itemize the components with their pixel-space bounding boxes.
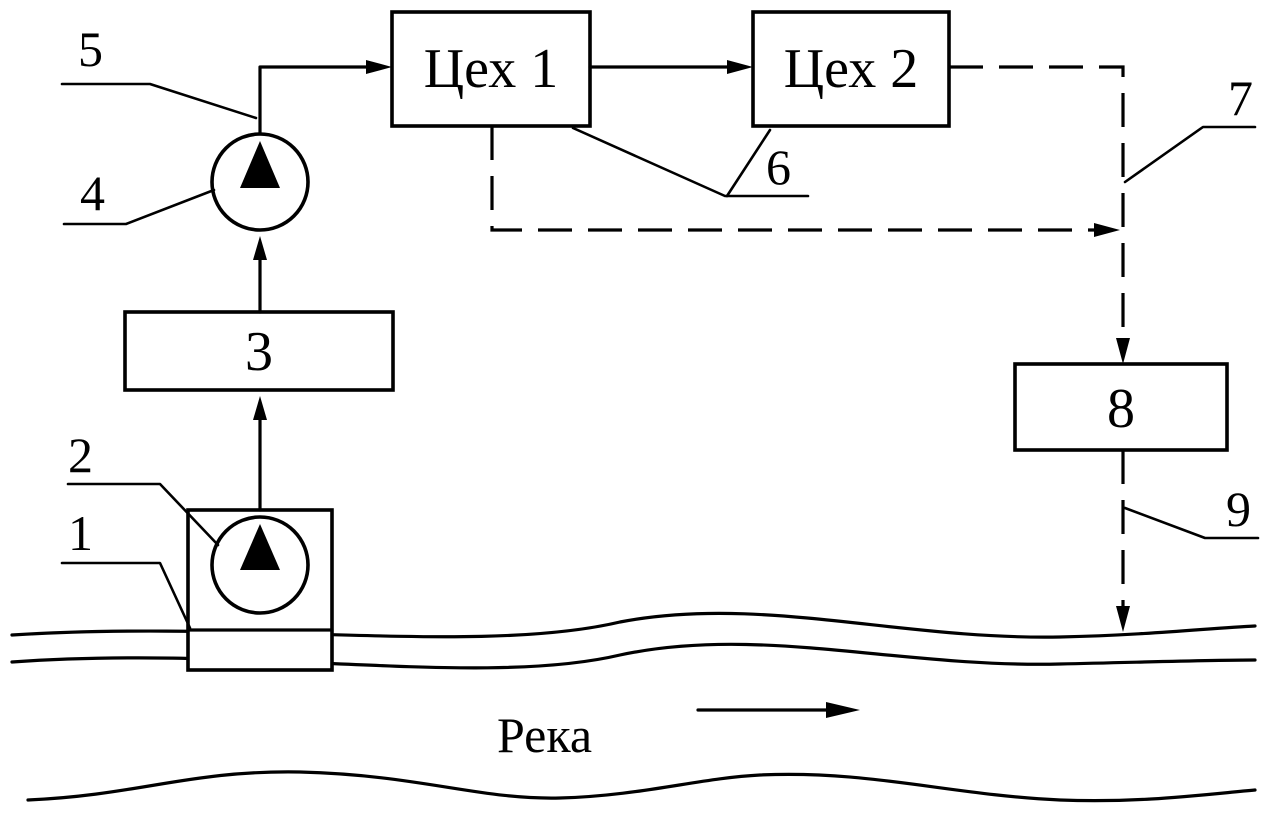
callout-7: 7: [1228, 70, 1253, 126]
shop-2-block: [751, 10, 951, 128]
river-label: Река: [497, 707, 592, 763]
treatment-block-3-label: 3: [245, 321, 273, 383]
callout-4: 4: [80, 165, 105, 221]
callout-leader-4: [62, 188, 216, 226]
arrowhead-into-shop-1: [366, 60, 392, 74]
callout-2: 2: [68, 427, 93, 483]
treatment-block-3: [123, 310, 395, 392]
callout-leader-1: [60, 561, 192, 630]
shop-2-label: Цех 2: [784, 38, 919, 100]
wastewater-line-shop-1: [490, 126, 1095, 232]
shop-1-block: [390, 10, 592, 128]
callout-leader-5: [60, 82, 258, 120]
callout-leader-6b: [725, 128, 772, 198]
callout-leader-2: [66, 482, 220, 547]
arrowhead-into-8: [1116, 338, 1130, 364]
callout-leader-7: [1123, 125, 1257, 184]
callout-9: 9: [1226, 481, 1251, 537]
intake-pump-triangle-icon: [240, 524, 280, 570]
arrowhead-into-shop-2: [727, 60, 753, 74]
callout-leader-9: [1123, 506, 1260, 540]
arrowhead-into-pump-4: [253, 236, 267, 260]
pump-4-triangle-icon: [240, 141, 280, 188]
callout-leader-6a: [571, 126, 810, 198]
arrowhead-into-river: [1116, 606, 1130, 632]
callout-6: 6: [766, 139, 791, 195]
river-flow-arrowhead: [826, 702, 860, 718]
wastewater-line-shop-2: [949, 65, 1125, 340]
arrowhead-into-3: [253, 396, 267, 420]
wastewater-treatment-block-8: [1013, 362, 1229, 452]
callout-5: 5: [78, 21, 103, 77]
callout-1: 1: [68, 505, 93, 561]
wastewater-treatment-block-8-label: 8: [1107, 378, 1135, 440]
arrowhead-wastewater-junction: [1094, 223, 1120, 237]
river-bank-lower: [26, 770, 1257, 803]
water-supply-pipe-5: [258, 65, 368, 136]
shop-1-label: Цех 1: [424, 38, 559, 100]
